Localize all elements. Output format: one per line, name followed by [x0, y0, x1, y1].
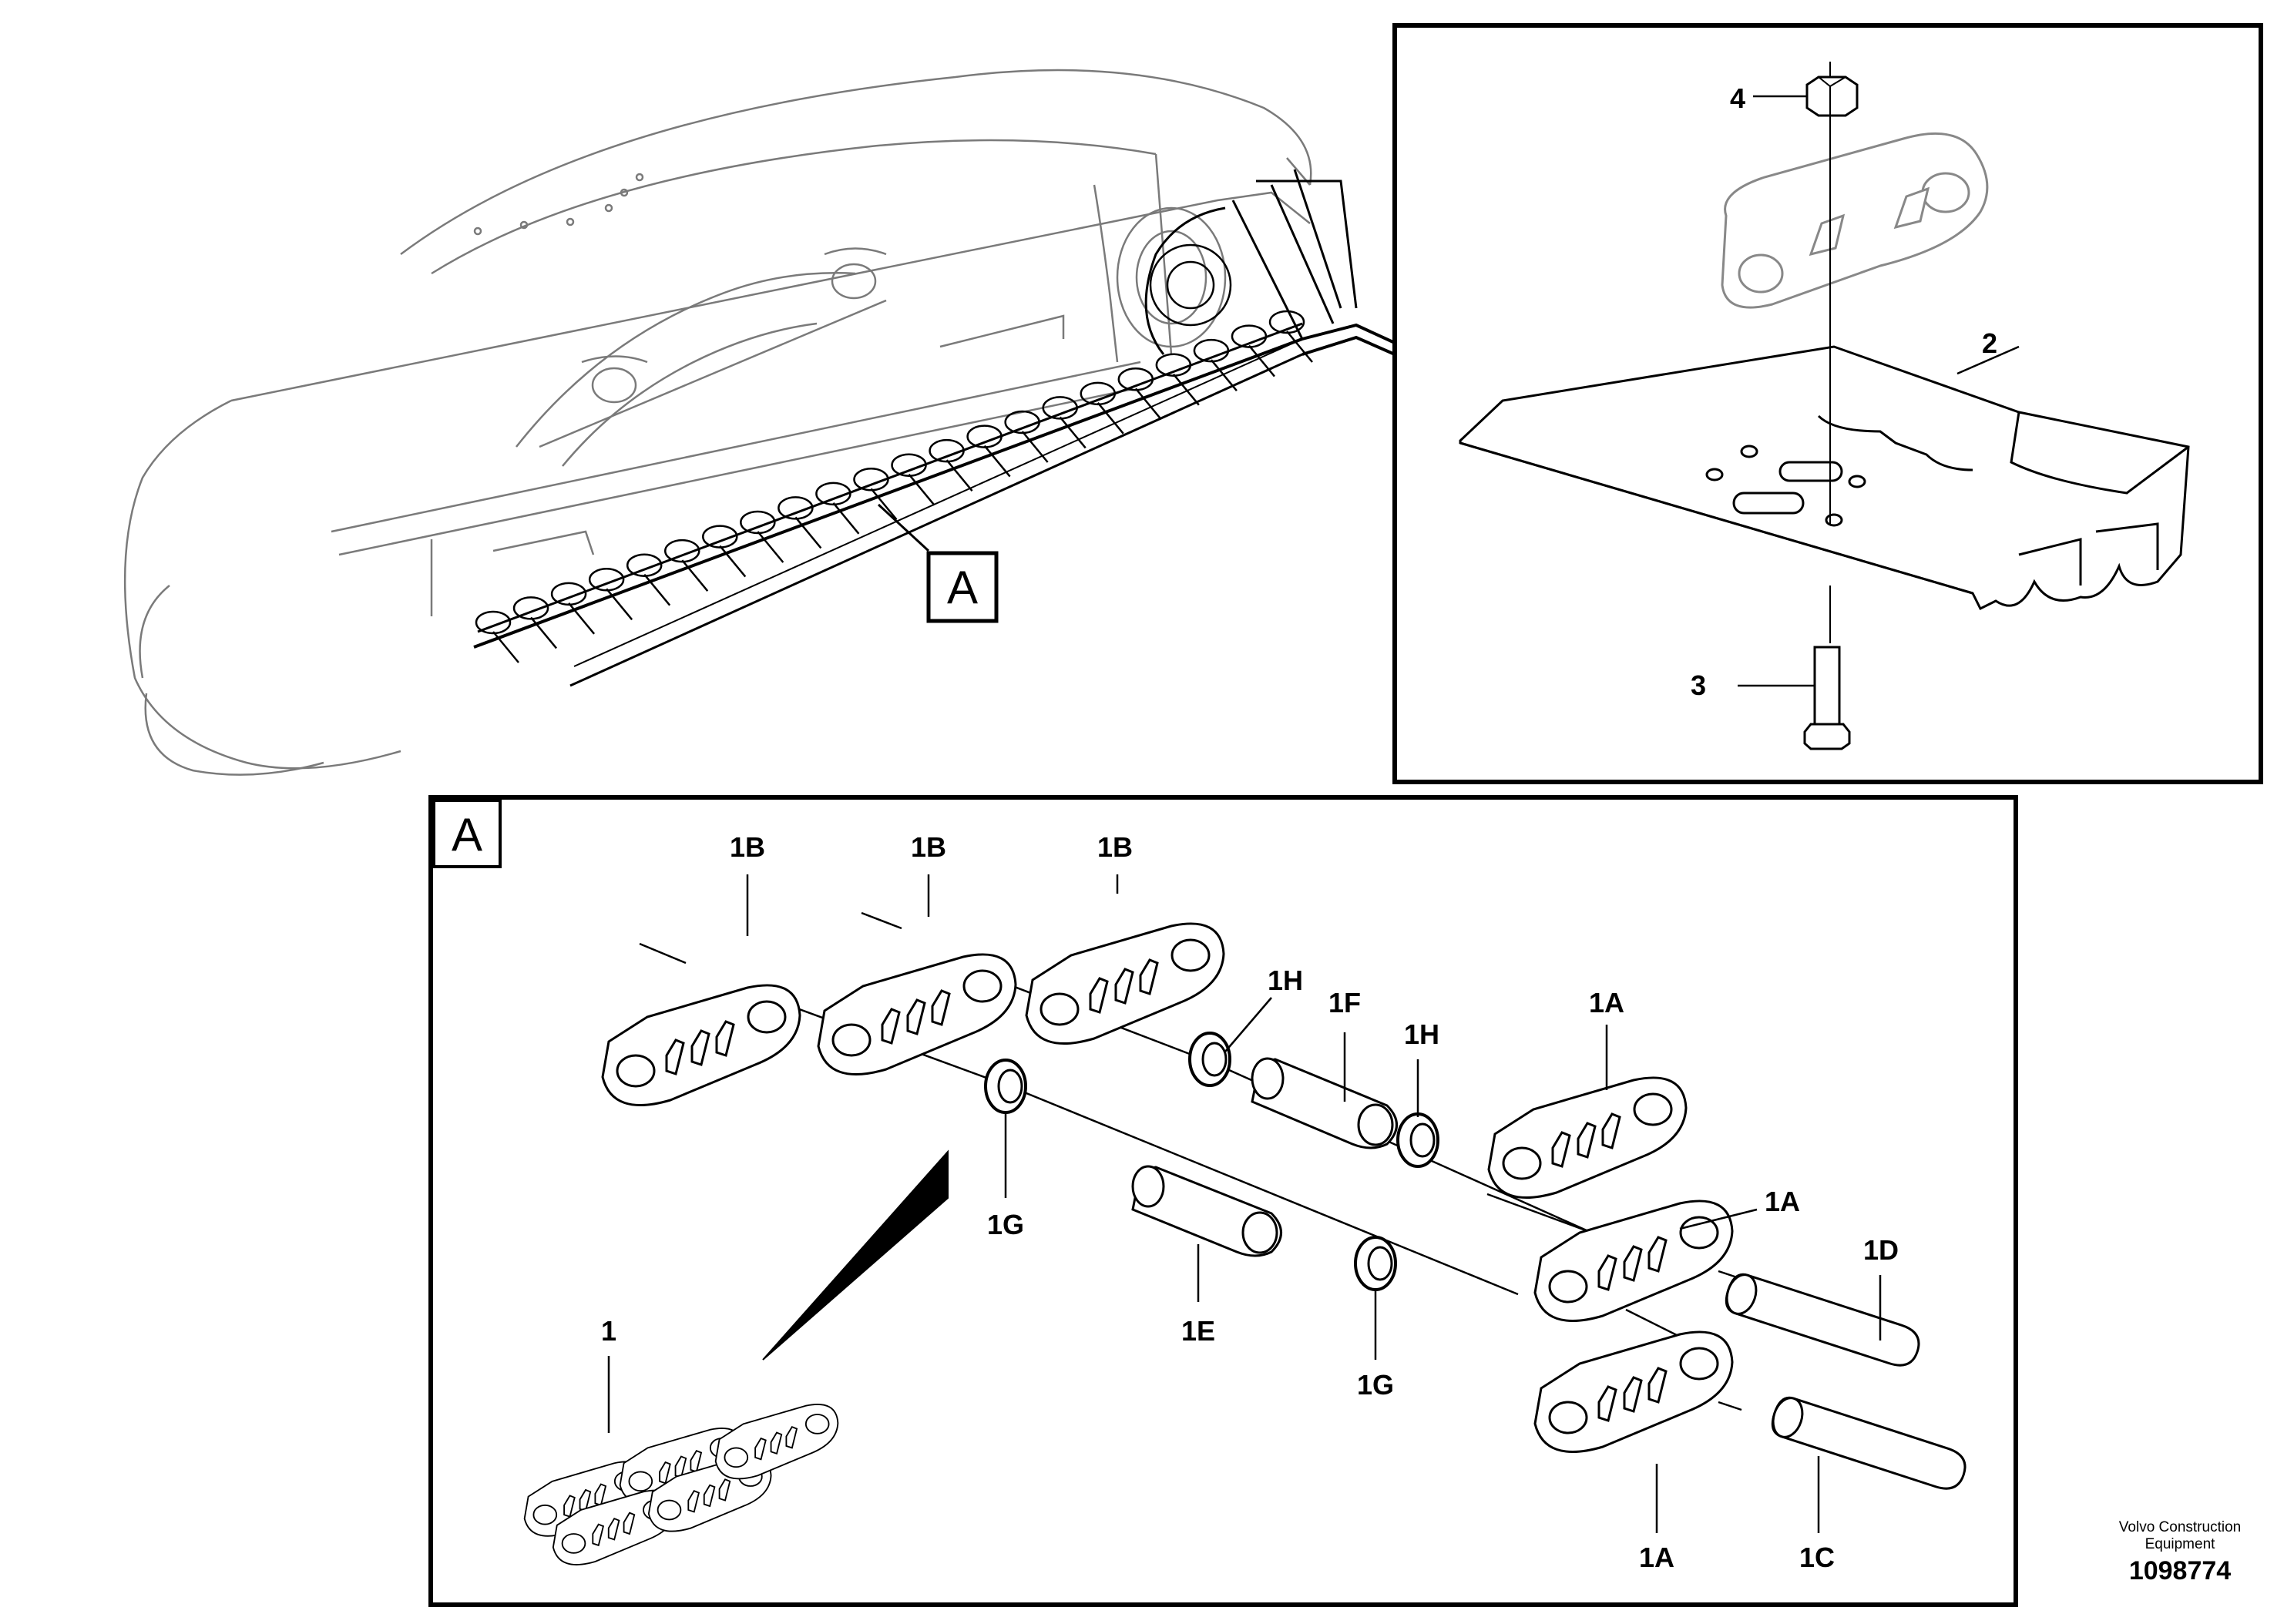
track-link-shape — [740, 510, 776, 535]
view-a-label-box — [432, 799, 502, 868]
track-shoe-edge — [794, 516, 822, 549]
track-shoe-edge — [1021, 431, 1049, 463]
publisher-credit: Volvo Construction Equipment — [2080, 1519, 2280, 1553]
callout-1b: 1B — [1097, 831, 1134, 863]
track-shoe-edge — [983, 445, 1011, 478]
callout-4: 4 — [1729, 82, 1746, 114]
track-shoe-edge — [1134, 388, 1162, 421]
track-link-shape — [626, 553, 663, 577]
document-number: 1098774 — [2128, 1556, 2232, 1585]
detail-leader — [1302, 323, 1396, 356]
track-shoe-edge — [1286, 331, 1313, 363]
track-link-shape — [1193, 338, 1230, 363]
track-shoe-edge — [492, 631, 519, 663]
callout-1b: 1B — [729, 831, 766, 863]
track-link-shape — [550, 582, 587, 606]
track-shoe-edge — [757, 531, 784, 563]
callout-1a: 1A — [1638, 1542, 1675, 1573]
callout-1h: 1H — [1267, 965, 1304, 996]
callout-1g: 1G — [986, 1209, 1025, 1240]
track-shoe-edge — [870, 488, 898, 521]
track-shoe-edge — [1097, 402, 1124, 435]
publisher-line-2: Equipment — [2145, 1535, 2215, 1552]
view-a-marker-box — [926, 551, 999, 623]
track-shoe-edge — [908, 473, 935, 506]
view-a-frame — [428, 795, 2018, 1607]
callout-1d: 1D — [1862, 1234, 1899, 1266]
track-link-shape — [778, 496, 814, 520]
track-shoe-edge — [1248, 344, 1275, 377]
view-a-marker-label: A — [946, 562, 979, 613]
callout-1c: 1C — [1799, 1542, 1836, 1573]
track-shoe-edge — [719, 545, 747, 578]
track-link-shape — [702, 525, 738, 549]
track-link-shape — [1155, 353, 1192, 377]
callout-1f: 1F — [1328, 987, 1362, 1018]
track-chain-drawing — [473, 169, 1358, 687]
callout-2: 2 — [1981, 327, 1998, 359]
track-link-shape — [1004, 410, 1040, 435]
view-a-label: A — [451, 809, 483, 861]
shoe-detail-drawing — [1459, 62, 2190, 750]
callout-1g: 1G — [1356, 1369, 1395, 1401]
track-link-shape — [853, 468, 889, 492]
track-link-shape — [966, 424, 1003, 448]
track-shoe-edge — [568, 602, 596, 635]
marker-leader — [877, 503, 930, 552]
track-shoe-edge — [606, 588, 633, 621]
track-link-shape — [891, 453, 927, 477]
track-shoe-edge — [643, 573, 671, 606]
track-shoe-edge — [832, 502, 860, 535]
track-link-shape — [1080, 381, 1117, 406]
track-shoe-edge — [681, 559, 709, 592]
track-link-shape — [1117, 367, 1154, 391]
track-link-shape — [1042, 396, 1078, 420]
track-link-shape — [512, 596, 549, 620]
track-link-shape — [588, 568, 625, 592]
track-shoe-edge — [530, 616, 558, 649]
track-shoe-edge — [1059, 416, 1087, 449]
track-shoe-edge — [945, 459, 973, 492]
track-link-shape — [1231, 324, 1268, 348]
shoe-detail-frame — [1392, 23, 2263, 784]
track-link-shape — [1268, 310, 1305, 334]
callout-1e: 1E — [1181, 1315, 1216, 1347]
callout-1a: 1A — [1764, 1186, 1801, 1217]
callout-1h: 1H — [1403, 1018, 1440, 1050]
track-link-shape — [663, 539, 700, 563]
undercarriage-drawing — [123, 69, 1312, 776]
callout-1: 1 — [600, 1315, 617, 1347]
exploded-view-drawing — [523, 874, 1971, 1565]
track-link-shape — [929, 438, 965, 463]
track-link-shape — [475, 610, 512, 635]
track-shoe-edge — [1172, 373, 1200, 406]
track-shoe-edge — [1210, 359, 1238, 391]
callout-1a: 1A — [1588, 987, 1625, 1018]
callout-1b: 1B — [910, 831, 947, 863]
callout-3: 3 — [1690, 669, 1707, 701]
track-link-shape — [815, 481, 851, 506]
publisher-line-1: Volvo Construction — [2118, 1519, 2242, 1535]
